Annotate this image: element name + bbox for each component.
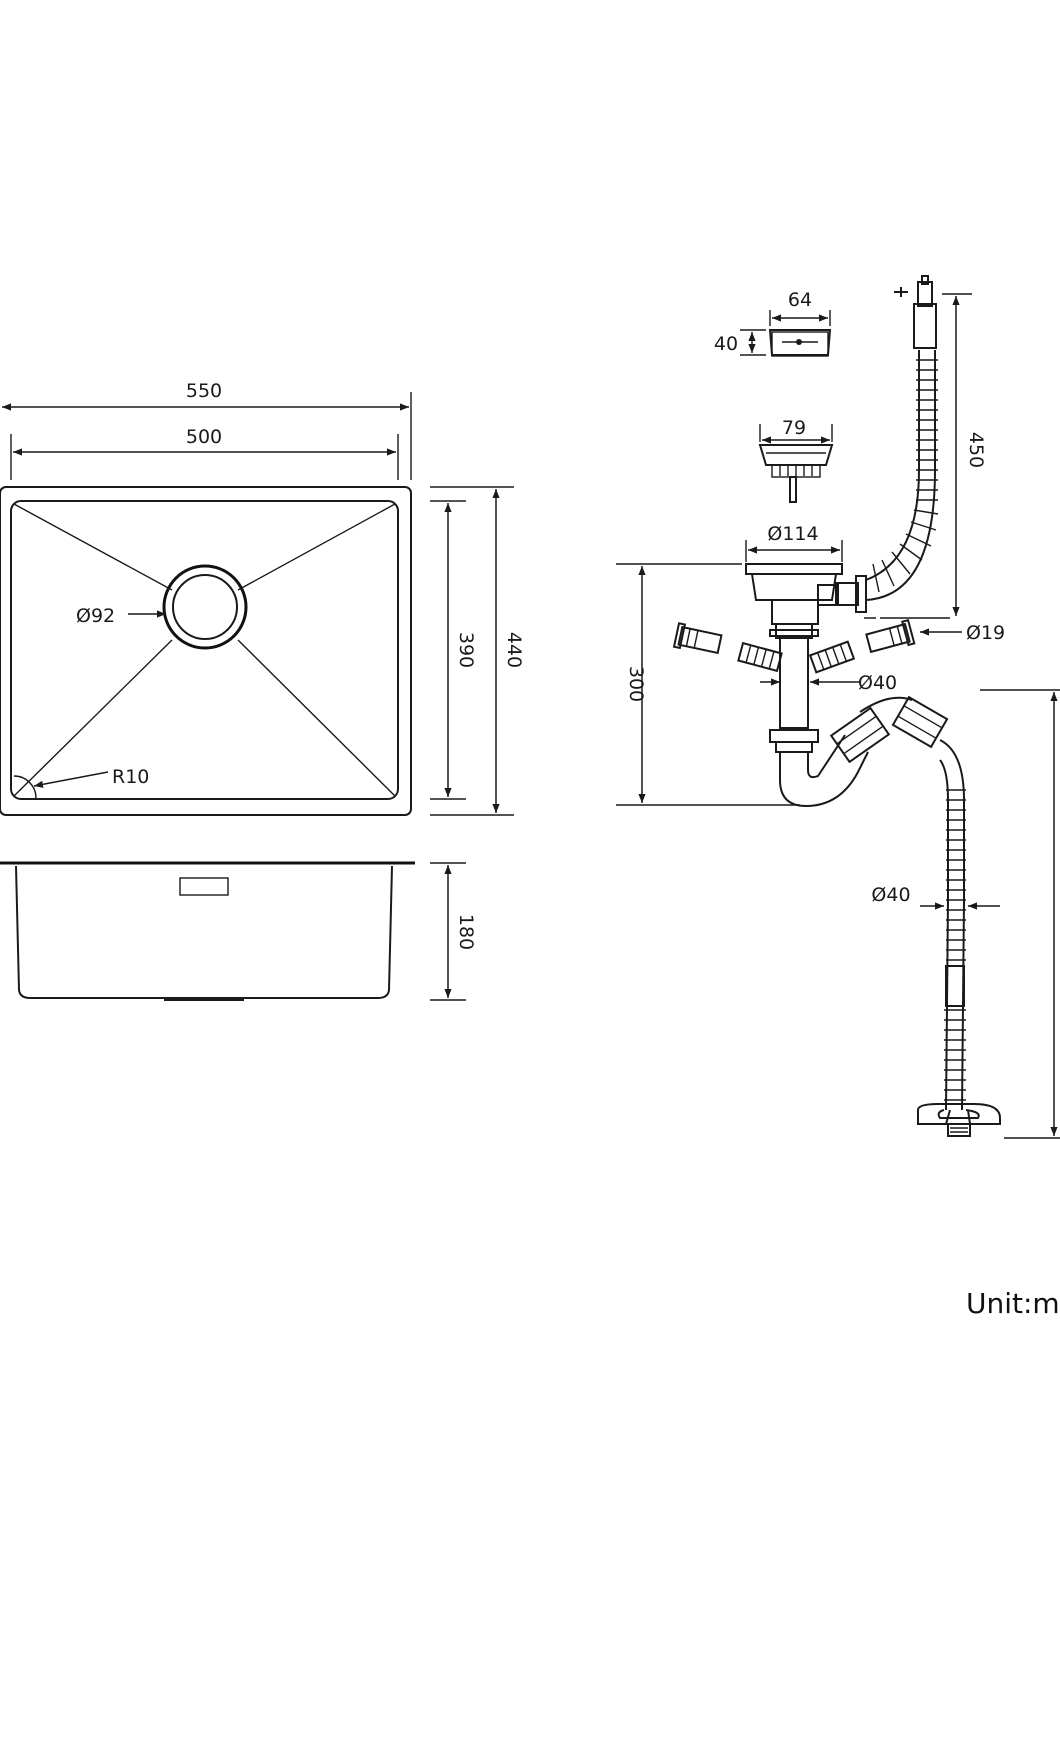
drain-hole-label: Ø92 (76, 605, 115, 627)
inner-depth-label: 390 (455, 632, 477, 668)
drain-hole (162, 564, 248, 650)
corner-radius-label: R10 (112, 766, 149, 788)
overflow-hose-diameter-label: Ø19 (966, 622, 1005, 644)
bowl-height-label: 180 (455, 914, 477, 950)
spare-adapters (672, 618, 916, 674)
drain-hose-diameter-label: Ø40 (871, 884, 910, 906)
basket-diameter-label: 79 (782, 417, 806, 439)
overflow-hose: 450 Ø19 (864, 275, 1005, 644)
width-dimensions: 550 500 (2, 380, 412, 480)
trap-outlet-diameter-label: Ø40 (858, 672, 897, 694)
drain-hose: Ø40 (871, 689, 1060, 1139)
overflow-width-label: 64 (788, 289, 812, 311)
sink-side-view: 180 (0, 861, 477, 1001)
outer-width-label: 550 (186, 380, 222, 402)
flange-diameter-label: Ø114 (767, 523, 818, 545)
outer-depth-label: 440 (503, 632, 525, 668)
sink-inner-bowl (10, 500, 399, 800)
unit-label: Unit:m (966, 1287, 1060, 1320)
sink-top-view (0, 486, 412, 816)
overflow-slot (179, 877, 229, 896)
trap-height-dimension: 300 (616, 563, 800, 806)
callouts: Ø92 R10 (33, 605, 166, 788)
trap-height-label: 300 (625, 666, 647, 702)
strainer-basket: 79 (758, 417, 834, 503)
overflow-hose-length-label: 450 (965, 432, 987, 468)
drain-assembly: Ø114 Ø40 (745, 523, 949, 808)
overflow-cover: 64 40 (714, 289, 832, 357)
overflow-height-label: 40 (714, 333, 738, 355)
sink-outer-rim (0, 486, 412, 816)
corner-radius-arc (13, 775, 37, 799)
inner-width-label: 500 (186, 426, 222, 448)
depth-dimensions: 390 440 (430, 486, 525, 816)
